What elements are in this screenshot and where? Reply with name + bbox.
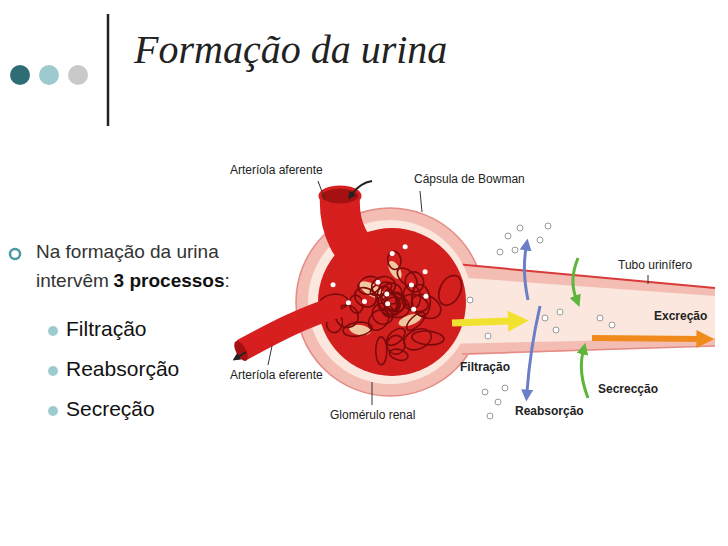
bullet-ring xyxy=(10,249,20,259)
slide-title: Formação da urina xyxy=(134,26,447,73)
capillary-loop xyxy=(351,284,380,311)
emphasis-text: 3 processos xyxy=(114,270,225,291)
arteriole-opening xyxy=(320,187,360,205)
blood-cell xyxy=(384,291,389,296)
tube-lumen xyxy=(440,276,715,344)
bullet-item: Secreção xyxy=(66,397,155,421)
part-label: Cápsula de Bowman xyxy=(414,172,525,186)
deco-rule xyxy=(107,14,110,126)
bullet-dot xyxy=(48,366,58,376)
blood-cell xyxy=(376,280,381,285)
blood-cell xyxy=(423,294,428,299)
secretion-arrow xyxy=(581,352,588,398)
capillary-loop xyxy=(386,250,402,270)
capillary-loop xyxy=(386,296,407,312)
capillary-loop xyxy=(401,325,435,354)
afferent-arteriole xyxy=(340,196,372,268)
capillary-loop xyxy=(383,287,402,316)
blood-cell xyxy=(385,301,390,306)
blood-cell xyxy=(390,251,395,256)
blood-cell xyxy=(331,282,336,287)
reabsorption-arrow xyxy=(527,306,540,392)
capillary-loop xyxy=(376,337,387,365)
capillary-loop xyxy=(404,310,428,334)
solute-particles xyxy=(467,223,615,419)
bullet-dot xyxy=(48,406,58,416)
capillary-loop xyxy=(342,320,373,338)
part-label: Glomérulo renal xyxy=(330,408,415,422)
capillary-loop xyxy=(388,347,409,362)
efferent-arteriole xyxy=(242,306,340,350)
bullet-item: Filtração xyxy=(66,317,147,341)
blood-cell xyxy=(423,269,428,274)
deco-dot xyxy=(39,65,59,85)
blood-cell xyxy=(411,307,416,312)
capillary-loop xyxy=(407,290,444,323)
intro-paragraph: Na formação da urina intervêm3 processos… xyxy=(36,238,264,295)
bullet-dot xyxy=(48,326,58,336)
process-label: Secrecção xyxy=(598,382,658,396)
part-label: Arteríola eferente xyxy=(230,368,323,382)
secretion-arrow xyxy=(573,258,578,298)
excretion-arrow xyxy=(592,338,700,339)
process-label: Reabsorção xyxy=(515,404,584,418)
blood-flow-arrow xyxy=(238,352,246,357)
filtration-arrow xyxy=(452,321,512,323)
blood-cell xyxy=(409,283,414,288)
blood-cell xyxy=(346,300,351,305)
reabsorption-arrow xyxy=(524,248,528,300)
leader-lines xyxy=(268,181,648,405)
part-label: Tubo urinífero xyxy=(618,258,692,272)
urinary-tube-wall xyxy=(440,262,715,356)
blood-cell xyxy=(362,299,367,304)
process-label: Filtração xyxy=(460,360,510,374)
process-label: Excreção xyxy=(654,309,707,323)
blood-flow-arrow xyxy=(352,181,372,194)
body-text: : xyxy=(225,270,230,291)
arteriole-opening xyxy=(231,339,250,363)
deco-dot xyxy=(68,65,88,85)
part-label: Arteríola aferente xyxy=(230,163,323,177)
tube-edge xyxy=(462,346,715,354)
blood-cell xyxy=(403,244,408,249)
deco-dot xyxy=(10,65,30,85)
capillary-loop xyxy=(403,270,427,295)
bullet-item: Reabsorção xyxy=(66,357,179,381)
